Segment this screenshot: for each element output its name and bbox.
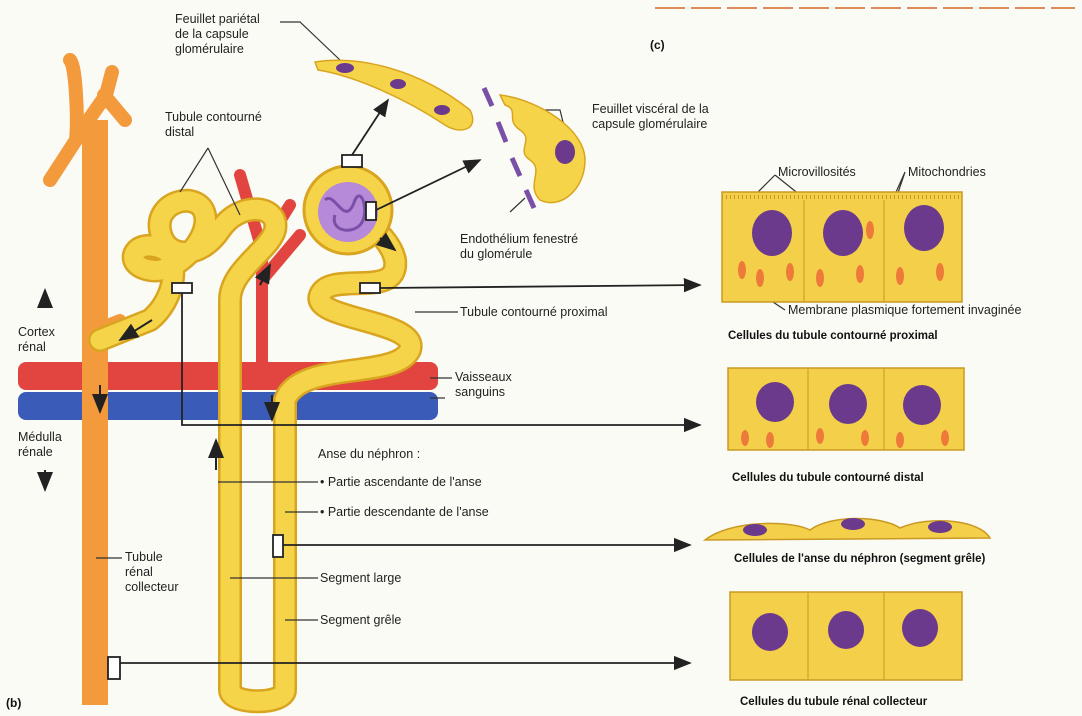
caption-anse: Cellules de l'anse du néphron (segment g… [734, 553, 985, 565]
glomerulus [304, 166, 392, 254]
cells-anse [705, 518, 990, 540]
label-mitochondries: Mitochondries [908, 165, 986, 180]
visceral-sheet-podocyte [484, 88, 585, 208]
label-tubule-proximal: Tubule contourné proximal [460, 305, 608, 320]
parietal-sheet-cells [315, 60, 473, 130]
label-segment-grele: Segment grêle [320, 613, 401, 628]
panel-label-c: (c) [650, 38, 665, 52]
label-anse-title: Anse du néphron : [318, 447, 420, 462]
label-segment-large: Segment large [320, 571, 401, 586]
caption-proximal: Cellules du tubule contourné proximal [728, 330, 938, 342]
caption-distal: Cellules du tubule contourné distal [732, 472, 924, 484]
label-partie-ascendante: • Partie ascendante de l'anse [320, 475, 482, 490]
label-membrane: Membrane plasmique fortement invaginée [788, 303, 1021, 318]
panel-label-b: (b) [6, 696, 21, 710]
cells-distal [728, 368, 964, 450]
cells-proximal [722, 192, 962, 302]
label-partie-descendante: • Partie descendante de l'anse [320, 505, 489, 520]
caption-collecteur: Cellules du tubule rénal collecteur [740, 696, 927, 708]
cells-collecteur [730, 592, 962, 680]
label-microvillosites: Microvillosités [778, 165, 856, 180]
